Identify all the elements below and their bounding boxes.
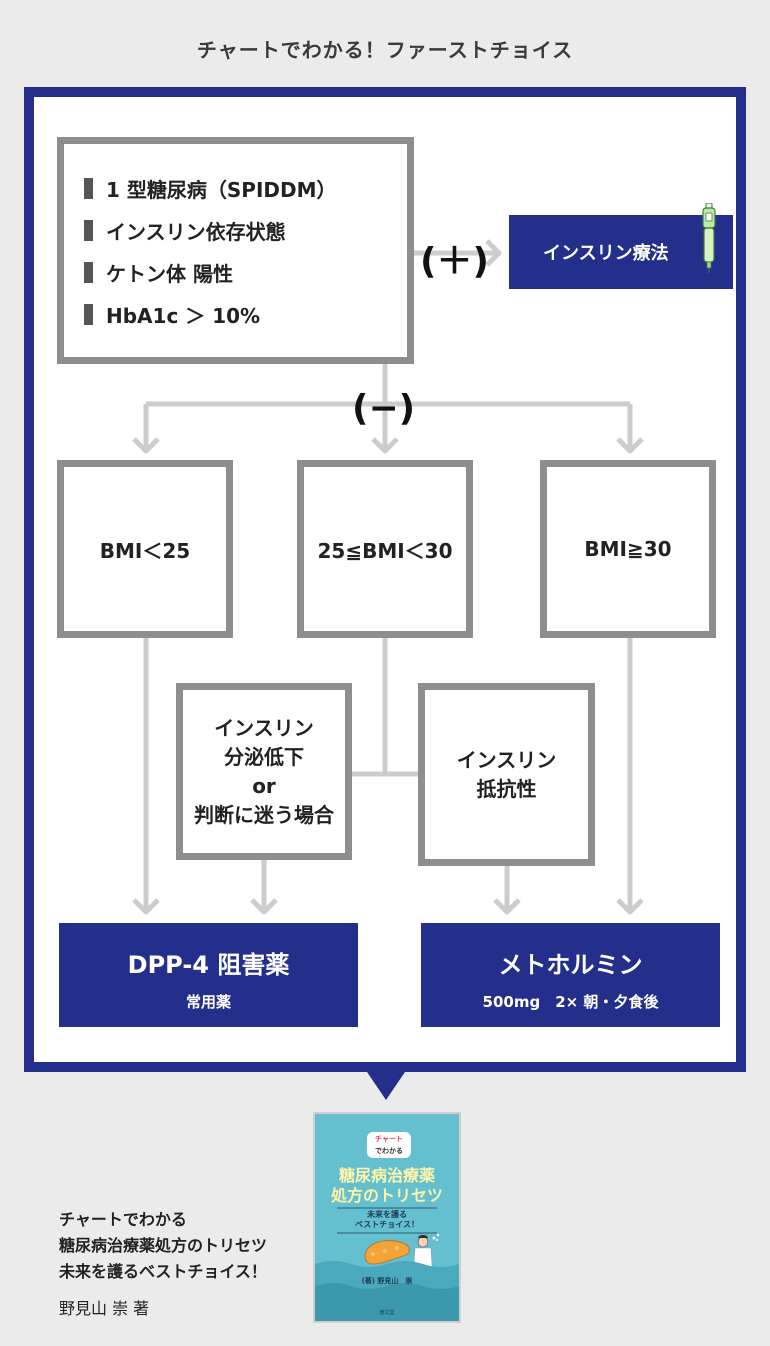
cover-badge-line: でわかる (375, 1147, 403, 1155)
criteria-item: 1 型糖尿病（SPIDDM） (84, 177, 407, 202)
metformin-box: メトホルミン 500mg 2× 朝・夕食後 (421, 923, 720, 1027)
criteria-item: ケトン体 陽性 (84, 261, 407, 286)
bmi-low-label: BMI＜25 (99, 538, 191, 563)
bmi-mid-box: 25≦BMI＜30 (297, 460, 473, 638)
condition-line: インスリン (214, 715, 314, 740)
book-caption: チャートでわかる 糖尿病治療薬処方のトリセツ 未来を護るベストチョイス！ (59, 1207, 267, 1285)
book-cover[interactable]: チャート でわかる 糖尿病治療薬 処方のトリセツ 未来を護る ベストチョイス！ (313, 1112, 461, 1323)
criteria-text: 1 型糖尿病（SPIDDM） (106, 177, 337, 202)
cover-badge: チャート でわかる (367, 1132, 411, 1158)
bmi-mid-label: 25≦BMI＜30 (317, 538, 453, 563)
negative-branch-label: (−) (352, 388, 416, 429)
cover-author: (著) 野見山 崇 (361, 1277, 413, 1285)
insulin-therapy-label: インスリン療法 (543, 243, 669, 264)
arrowhead-metformin-right (616, 898, 644, 915)
cover-title-line: 糖尿病治療薬 (338, 1166, 435, 1185)
condition-line: 分泌低下 (224, 744, 304, 769)
cover-title: 糖尿病治療薬 処方のトリセツ (315, 1166, 459, 1206)
cover-badge-line: チャート (375, 1135, 403, 1143)
bmi-high-box: BMI≧30 (540, 460, 716, 638)
cover-title-line: 処方のトリセツ (330, 1186, 443, 1205)
arrowhead-bmi-mid (371, 437, 399, 454)
criteria-text: インスリン依存状態 (106, 219, 286, 244)
insulin-therapy-box: インスリン療法 (509, 215, 733, 289)
cover-publisher: 南江堂 (379, 1310, 395, 1316)
book-author: 野見山 崇 著 (59, 1299, 150, 1318)
bullet-bar (84, 261, 93, 283)
dpp4-subtitle: 常用薬 (185, 993, 231, 1011)
insulin-resistance-box: インスリン 抵抗性 (418, 683, 595, 866)
arrowhead-insulin (485, 239, 502, 267)
condition-line: インスリン (456, 747, 557, 772)
arrowhead-metformin-left (493, 898, 521, 915)
cover-subtitle-line: 未来を護る (367, 1210, 407, 1219)
bullet-bar (84, 303, 93, 325)
bullet-bar (84, 177, 93, 199)
condition-line: 抵抗性 (476, 776, 537, 801)
book-caption-line: チャートでわかる (59, 1210, 187, 1229)
metformin-subtitle: 500mg 2× 朝・夕食後 (482, 993, 659, 1011)
criteria-text: ケトン体 陽性 (106, 261, 233, 286)
insulin-pen-icon (702, 203, 716, 273)
metformin-title: メトホルミン (498, 951, 643, 979)
insulin-secretion-box: インスリン 分泌低下 or 判断に迷う場合 (176, 683, 352, 860)
bullet-bar (84, 219, 93, 241)
bmi-low-box: BMI＜25 (57, 460, 233, 638)
arrowhead-dpp4-right (250, 898, 278, 915)
frame-pointer (367, 1072, 405, 1100)
condition-line: or (252, 773, 276, 798)
condition-line: 判断に迷う場合 (194, 802, 334, 827)
criteria-item: HbA1c ＞ 10% (84, 303, 407, 328)
dpp4-title: DPP-4 阻害薬 (127, 951, 290, 979)
book-caption-line: 未来を護るベストチョイス！ (59, 1262, 267, 1281)
cover-illustration (315, 1207, 459, 1321)
book-caption-line: 糖尿病治療薬処方のトリセツ (59, 1236, 268, 1255)
cover-subtitle: 未来を護る ベストチョイス！ (315, 1210, 459, 1230)
arrowhead-bmi-high (616, 437, 644, 454)
pancreas-icon (364, 1240, 410, 1265)
positive-branch-label: (＋) (420, 241, 489, 282)
arrowhead-bmi-low (132, 437, 160, 454)
criteria-box: 1 型糖尿病（SPIDDM） インスリン依存状態 ケトン体 陽性 HbA1c ＞… (57, 137, 414, 364)
bmi-high-label: BMI≧30 (584, 537, 672, 561)
arrowhead-dpp4-left (132, 898, 160, 915)
page-title: チャートでわかる！ファーストチョイス (196, 38, 574, 62)
criteria-item: インスリン依存状態 (84, 219, 407, 244)
criteria-text: HbA1c ＞ 10% (106, 303, 261, 328)
cover-subtitle-line: ベストチョイス！ (355, 1220, 419, 1229)
dpp4-inhibitor-box: DPP-4 阻害薬 常用薬 (59, 923, 358, 1027)
